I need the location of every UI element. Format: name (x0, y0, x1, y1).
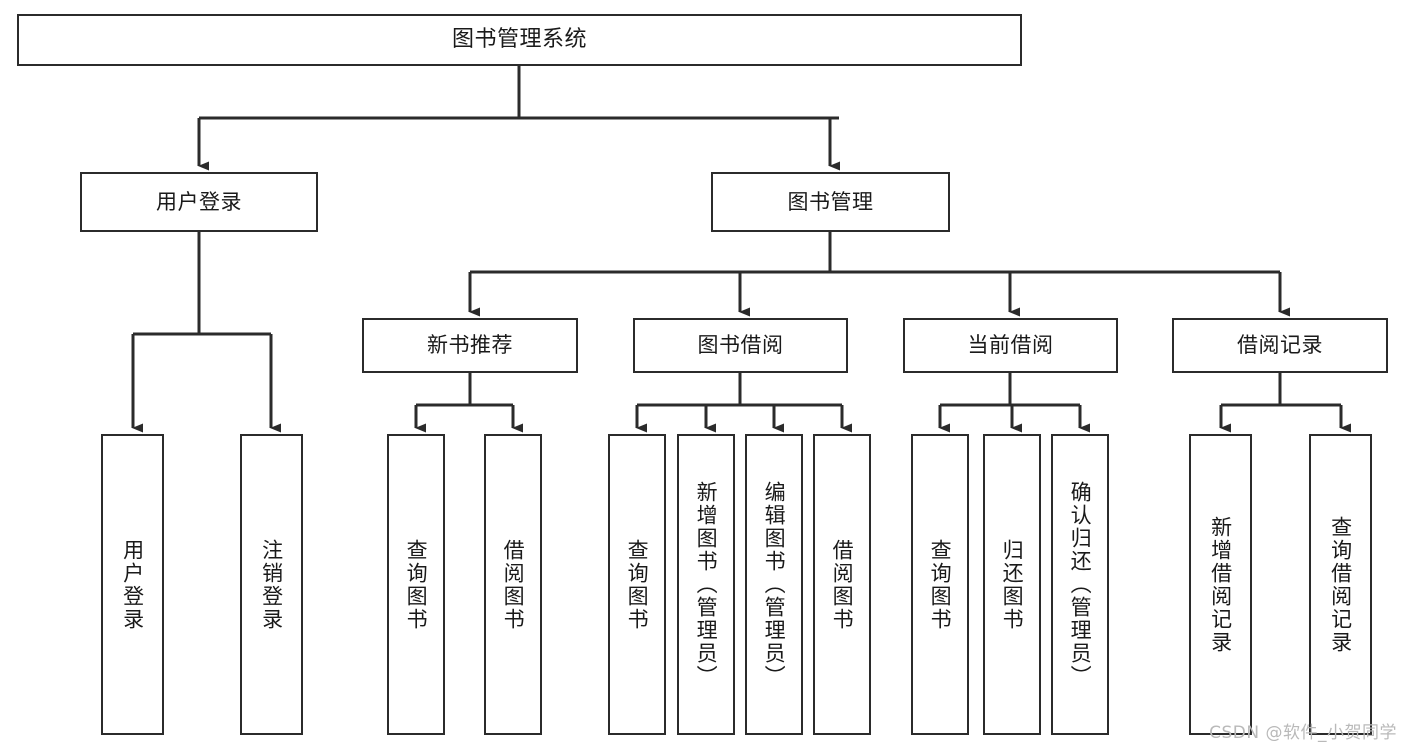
node-label: 查询图书 (928, 538, 953, 631)
node-leaf-9[interactable]: 归还图书 (983, 434, 1041, 735)
node-level3-0[interactable]: 新书推荐 (362, 318, 578, 373)
node-leaf-10[interactable]: 确认归还（管理员） (1051, 434, 1109, 735)
node-leaf-11[interactable]: 新增借阅记录 (1189, 434, 1252, 735)
node-root-label: 图书管理系统 (451, 27, 587, 53)
node-label: 归还图书 (1000, 538, 1025, 631)
csdn-watermark: CSDN @软件_小贺同学 (1209, 723, 1397, 743)
node-label: 借阅图书 (830, 538, 855, 631)
node-label: 新增图书（管理员） (694, 481, 719, 688)
node-label: 查询图书 (404, 538, 429, 631)
node-label: 用户登录 (156, 189, 242, 214)
node-label: 图书管理 (787, 189, 874, 214)
node-leaf-7[interactable]: 借阅图书 (813, 434, 871, 735)
node-label: 当前借阅 (967, 333, 1054, 358)
node-level3-3[interactable]: 借阅记录 (1172, 318, 1388, 373)
node-leaf-1[interactable]: 注销登录 (240, 434, 303, 735)
node-level3-2[interactable]: 当前借阅 (903, 318, 1118, 373)
node-level2-0[interactable]: 用户登录 (80, 172, 318, 232)
node-label: 图书借阅 (697, 333, 784, 358)
node-label: 借阅记录 (1237, 333, 1323, 358)
node-label: 查询借阅记录 (1328, 515, 1353, 654)
node-leaf-5[interactable]: 新增图书（管理员） (677, 434, 735, 735)
node-label: 编辑图书（管理员） (762, 481, 787, 688)
node-label: 新增借阅记录 (1208, 515, 1233, 654)
node-level3-1[interactable]: 图书借阅 (633, 318, 848, 373)
node-label: 借阅图书 (501, 538, 526, 631)
node-leaf-4[interactable]: 查询图书 (608, 434, 666, 735)
node-leaf-2[interactable]: 查询图书 (387, 434, 445, 735)
node-leaf-8[interactable]: 查询图书 (911, 434, 969, 735)
node-label: 确认归还（管理员） (1068, 481, 1093, 688)
node-label: 查询图书 (625, 538, 650, 631)
node-label: 用户登录 (120, 538, 145, 631)
node-leaf-0[interactable]: 用户登录 (101, 434, 164, 735)
node-label: 新书推荐 (427, 333, 513, 358)
node-label: 注销登录 (259, 538, 284, 631)
node-level2-1[interactable]: 图书管理 (711, 172, 950, 232)
node-root[interactable]: 图书管理系统 (17, 14, 1022, 66)
node-leaf-12[interactable]: 查询借阅记录 (1309, 434, 1372, 735)
node-leaf-3[interactable]: 借阅图书 (484, 434, 542, 735)
node-leaf-6[interactable]: 编辑图书（管理员） (745, 434, 803, 735)
